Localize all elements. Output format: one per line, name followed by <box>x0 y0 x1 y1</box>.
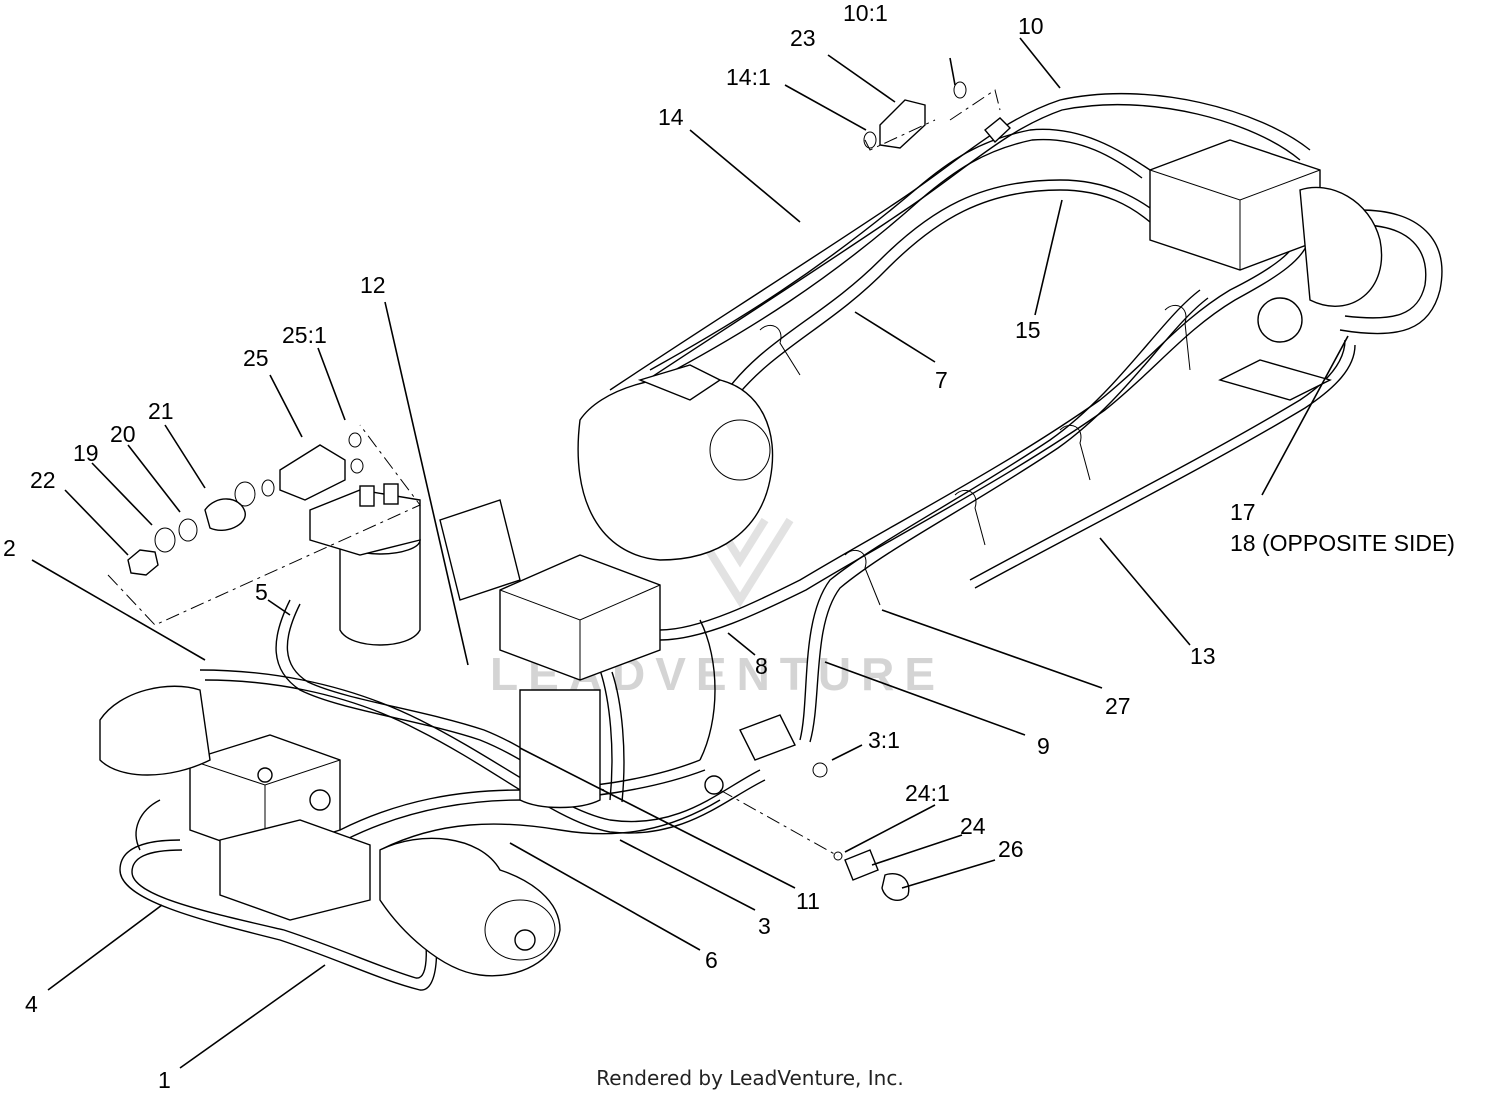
callout-25: 25 <box>243 345 269 371</box>
callout-20: 20 <box>110 421 136 447</box>
callout-5: 5 <box>255 579 268 605</box>
callout-24: 24 <box>960 813 986 839</box>
callout-24-1: 24:1 <box>905 780 950 806</box>
callout-labels: 1 2 3 3:1 4 5 6 7 8 9 10 10:1 11 12 13 1… <box>3 0 1455 1093</box>
callout-27: 27 <box>1105 693 1131 719</box>
callout-23: 23 <box>790 25 816 51</box>
callout-10: 10 <box>1018 13 1044 39</box>
hydraulic-tubes <box>119 92 1443 991</box>
callout-25-1: 25:1 <box>282 322 327 348</box>
callout-14: 14 <box>658 104 684 130</box>
explode-lines <box>107 89 1001 857</box>
callout-7: 7 <box>935 367 948 393</box>
callout-19: 19 <box>73 440 99 466</box>
callout-3-1: 3:1 <box>868 727 900 753</box>
callout-11: 11 <box>796 888 820 914</box>
callout-21: 21 <box>148 398 174 424</box>
callout-1: 1 <box>158 1067 171 1093</box>
callout-22: 22 <box>30 467 56 493</box>
callout-15: 15 <box>1015 317 1041 343</box>
callout-8: 8 <box>755 653 768 679</box>
callout-6: 6 <box>705 947 718 973</box>
leader-lines <box>31 37 1349 1069</box>
callout-13: 13 <box>1190 643 1216 669</box>
callout-17: 17 <box>1230 499 1256 525</box>
callout-4: 4 <box>25 991 38 1017</box>
callout-26: 26 <box>998 836 1024 862</box>
footer-credit: Rendered by LeadVenture, Inc. <box>596 1066 904 1090</box>
callout-14-1: 14:1 <box>726 64 771 90</box>
callout-10-1: 10:1 <box>843 0 888 26</box>
callout-2: 2 <box>3 535 16 561</box>
components <box>99 81 1383 977</box>
callout-3: 3 <box>758 913 771 939</box>
callout-12: 12 <box>360 272 386 298</box>
callout-18: 18 (OPPOSITE SIDE) <box>1230 530 1455 556</box>
callout-9: 9 <box>1037 733 1050 759</box>
